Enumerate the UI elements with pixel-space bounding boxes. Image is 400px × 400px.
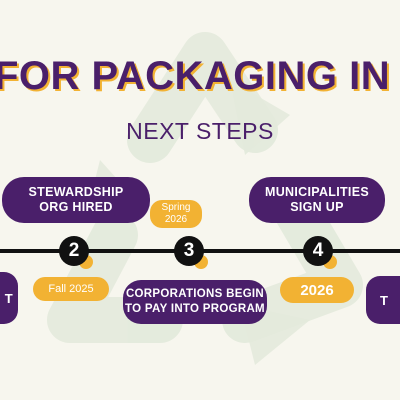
- step-number: 4: [303, 236, 333, 266]
- step-number: 2: [59, 236, 89, 266]
- date-badge-spring-2026: Spring 2026: [150, 200, 202, 228]
- step-marker-2: 2: [59, 236, 93, 269]
- step-marker-4: 4: [303, 236, 337, 269]
- date-label: Spring 2026: [161, 202, 191, 225]
- timeline-event-right-clipped: T: [366, 276, 400, 324]
- page-title: FOR PACKAGING IN M: [0, 54, 400, 98]
- step-marker-3: 3: [174, 236, 208, 269]
- event-stewardship-org-hired: STEWARDSHIP ORG HIRED: [2, 177, 150, 223]
- date-badge-fall-2025: Fall 2025: [33, 277, 109, 301]
- event-label: T: [4, 290, 13, 306]
- event-municipalities-sign-up: MUNICIPALITIES SIGN UP: [249, 177, 385, 223]
- event-corporations-pay: CORPORATIONS BEGIN TO PAY INTO PROGRAM: [123, 280, 267, 324]
- event-label: MUNICIPALITIES SIGN UP: [265, 185, 369, 214]
- event-label: STEWARDSHIP ORG HIRED: [28, 185, 124, 214]
- event-label: CORPORATIONS BEGIN TO PAY INTO PROGRAM: [125, 288, 265, 315]
- section-subtitle: NEXT STEPS: [126, 118, 274, 144]
- step-number: 3: [174, 236, 204, 266]
- event-label: T: [380, 292, 389, 308]
- timeline-event-left-clipped: T: [0, 272, 18, 324]
- date-badge-2026: 2026: [280, 277, 354, 303]
